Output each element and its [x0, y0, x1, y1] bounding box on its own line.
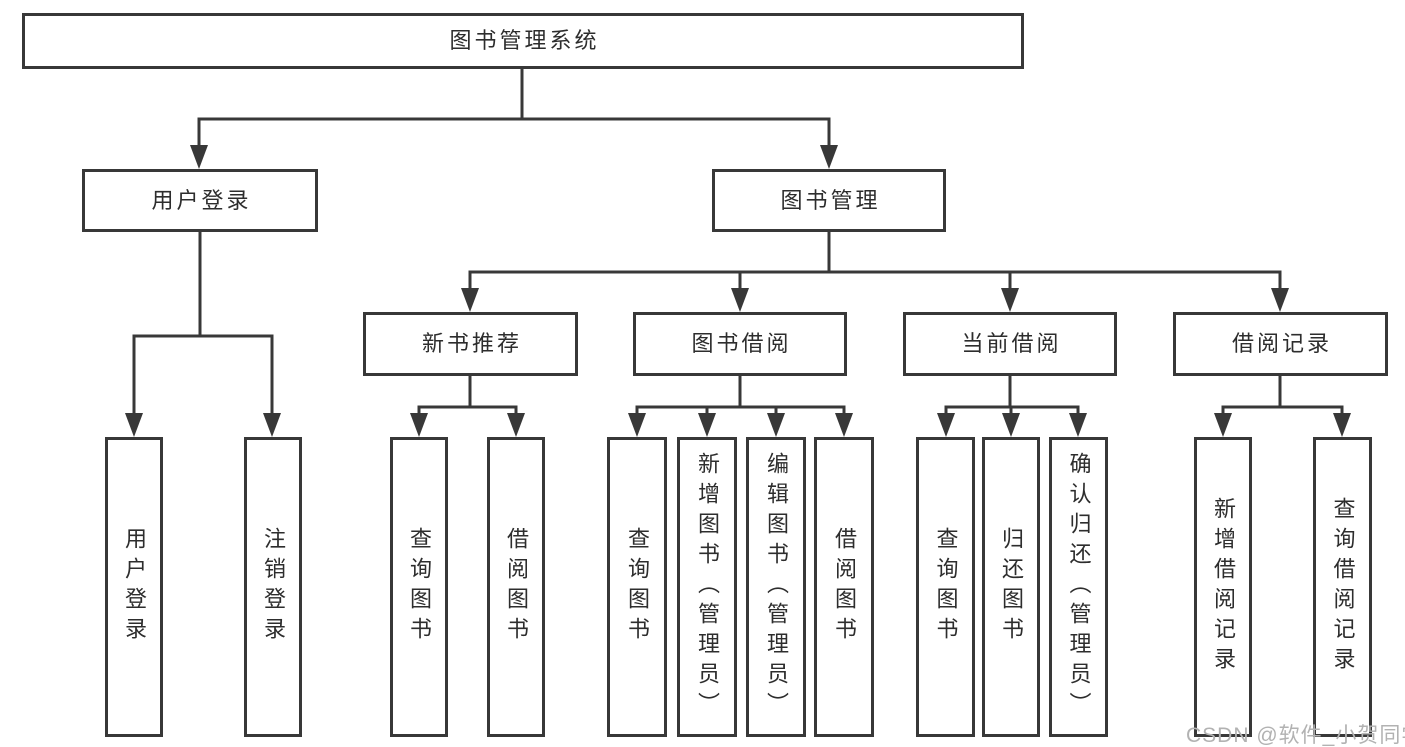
arrow-icon: [461, 288, 479, 312]
arrow-icon: [1214, 413, 1232, 437]
leaf-user-login: 用户登录: [105, 437, 163, 737]
leaf-label: 新增借阅记录: [1211, 497, 1236, 677]
csdn-watermark: CSDN @软件_小贺同学: [1186, 724, 1405, 747]
arrow-icon: [410, 413, 428, 437]
arrow-icon: [1333, 413, 1351, 437]
node-user-login: 用户登录: [82, 169, 318, 232]
node-current-borrowing: 当前借阅: [903, 312, 1117, 376]
leaf-label: 编辑图书（管理员）: [764, 452, 789, 722]
leaf-label: 查询借阅记录: [1330, 497, 1356, 677]
arrow-icon: [125, 413, 143, 437]
node-borrowing-records: 借阅记录: [1173, 312, 1388, 376]
arrow-icon: [190, 145, 208, 169]
node-new-book-recommendation: 新书推荐: [363, 312, 578, 376]
node-book-management: 图书管理: [712, 169, 946, 232]
leaf-add-borrow-record: 新增借阅记录: [1194, 437, 1252, 737]
leaf-query-books-current: 查询图书: [916, 437, 975, 737]
arrow-icon: [731, 288, 749, 312]
leaf-label: 确认归还（管理员）: [1066, 452, 1092, 722]
arrow-icon: [698, 413, 716, 437]
arrow-icon: [1271, 288, 1289, 312]
leaf-borrow-books-recommend: 借阅图书: [487, 437, 545, 737]
leaf-label: 借阅图书: [832, 527, 857, 647]
leaf-query-books-borrowing: 查询图书: [607, 437, 667, 737]
leaf-confirm-return-admin: 确认归还（管理员）: [1049, 437, 1108, 737]
leaf-return-book: 归还图书: [982, 437, 1040, 737]
arrow-icon: [1001, 288, 1019, 312]
leaf-edit-book-admin: 编辑图书（管理员）: [746, 437, 806, 737]
arrow-icon: [263, 413, 281, 437]
leaf-query-books-recommend: 查询图书: [390, 437, 448, 737]
arrow-icon: [507, 413, 525, 437]
node-book-borrowing: 图书借阅: [633, 312, 847, 376]
arrow-icon: [937, 413, 955, 437]
leaf-borrow-books-borrowing: 借阅图书: [814, 437, 874, 737]
node-library-system: 图书管理系统: [22, 13, 1024, 69]
leaf-add-book-admin: 新增图书（管理员）: [677, 437, 737, 737]
leaf-label: 注销登录: [261, 527, 286, 647]
leaf-label: 查询图书: [407, 527, 432, 647]
leaf-label: 查询图书: [625, 527, 650, 647]
leaf-query-borrow-record: 查询借阅记录: [1313, 437, 1372, 737]
leaf-label: 新增图书（管理员）: [695, 452, 720, 722]
leaf-label: 归还图书: [999, 527, 1024, 647]
arrow-icon: [767, 413, 785, 437]
leaf-label: 用户登录: [122, 527, 147, 647]
leaf-logout: 注销登录: [244, 437, 302, 737]
arrow-icon: [628, 413, 646, 437]
arrow-icon: [820, 145, 838, 169]
leaf-label: 查询图书: [933, 527, 959, 647]
arrow-icon: [1069, 413, 1087, 437]
leaf-label: 借阅图书: [504, 527, 529, 647]
arrow-icon: [835, 413, 853, 437]
arrow-icon: [1002, 413, 1020, 437]
